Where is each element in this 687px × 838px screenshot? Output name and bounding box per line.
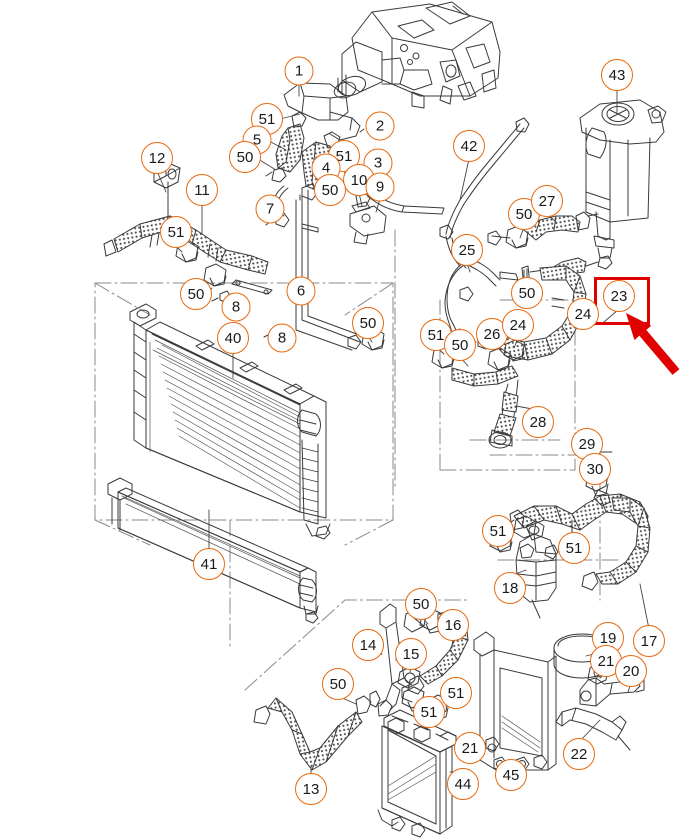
callout-16[interactable]: 16 bbox=[437, 609, 469, 641]
callout-13[interactable]: 13 bbox=[295, 773, 327, 805]
callout-51[interactable]: 51 bbox=[558, 532, 590, 564]
callout-42[interactable]: 42 bbox=[453, 130, 485, 162]
callout-28[interactable]: 28 bbox=[522, 406, 554, 438]
callout-50[interactable]: 50 bbox=[322, 668, 354, 700]
callout-51[interactable]: 51 bbox=[160, 216, 192, 248]
callout-24[interactable]: 24 bbox=[567, 298, 599, 330]
callout-50[interactable]: 50 bbox=[352, 307, 384, 339]
callout-45[interactable]: 45 bbox=[495, 759, 527, 791]
callout-17[interactable]: 17 bbox=[633, 625, 665, 657]
callout-1[interactable]: 1 bbox=[284, 56, 314, 86]
callout-21[interactable]: 21 bbox=[454, 732, 486, 764]
callout-50[interactable]: 50 bbox=[314, 174, 346, 206]
callout-6[interactable]: 6 bbox=[286, 276, 316, 306]
callout-9[interactable]: 9 bbox=[365, 172, 395, 202]
callout-50[interactable]: 50 bbox=[444, 329, 476, 361]
callout-51[interactable]: 51 bbox=[440, 677, 472, 709]
callout-11[interactable]: 11 bbox=[186, 174, 218, 206]
callout-25[interactable]: 25 bbox=[451, 234, 483, 266]
callout-50[interactable]: 50 bbox=[180, 278, 212, 310]
callout-18[interactable]: 18 bbox=[494, 572, 526, 604]
callout-8[interactable]: 8 bbox=[221, 292, 251, 322]
callout-2[interactable]: 2 bbox=[365, 111, 395, 141]
callout-30[interactable]: 30 bbox=[579, 453, 611, 485]
callout-15[interactable]: 15 bbox=[395, 638, 427, 670]
callout-43[interactable]: 43 bbox=[601, 59, 633, 91]
callout-7[interactable]: 7 bbox=[255, 194, 285, 224]
callout-24[interactable]: 24 bbox=[502, 309, 534, 341]
highlight-box bbox=[594, 277, 650, 325]
callout-23[interactable]: 23 bbox=[603, 280, 635, 312]
callout-50[interactable]: 50 bbox=[511, 277, 543, 309]
callout-8[interactable]: 8 bbox=[267, 323, 297, 353]
callout-40[interactable]: 40 bbox=[217, 322, 249, 354]
callout-20[interactable]: 20 bbox=[615, 655, 647, 687]
callout-50[interactable]: 50 bbox=[405, 588, 437, 620]
callout-14[interactable]: 14 bbox=[352, 629, 384, 661]
callout-51[interactable]: 51 bbox=[413, 696, 445, 728]
callout-41[interactable]: 41 bbox=[193, 548, 225, 580]
callout-51[interactable]: 51 bbox=[482, 515, 514, 547]
callout-12[interactable]: 12 bbox=[141, 142, 173, 174]
callout-27[interactable]: 27 bbox=[531, 185, 563, 217]
callout-26[interactable]: 26 bbox=[476, 318, 508, 350]
callout-44[interactable]: 44 bbox=[447, 768, 479, 800]
callout-22[interactable]: 22 bbox=[563, 738, 595, 770]
callout-50[interactable]: 50 bbox=[229, 141, 261, 173]
